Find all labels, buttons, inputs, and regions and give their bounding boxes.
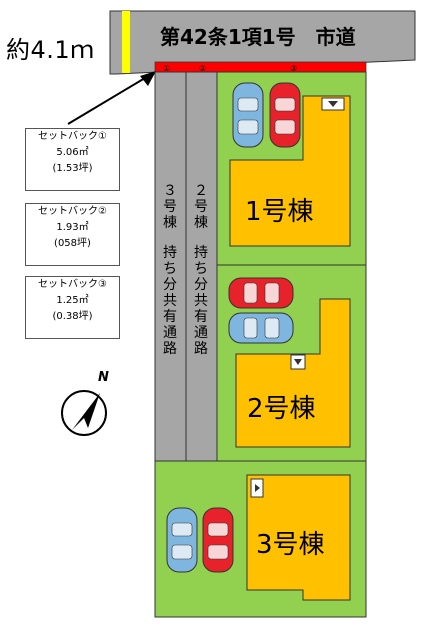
car-lot3-blue: [166, 507, 198, 573]
setback-title: セットバック②: [38, 206, 107, 217]
passage-2-char: 号: [194, 199, 208, 215]
setback-tsubo: (0.38坪): [52, 311, 93, 322]
building-1-label: 1号棟: [245, 197, 314, 227]
car-lot2-blue: [228, 312, 294, 344]
setback-area: 1.93㎡: [56, 222, 89, 233]
passage-2-char: 共: [194, 293, 208, 309]
building-3: [246, 474, 351, 601]
setback-strip: ① ② ③: [154, 61, 367, 73]
passage-3-char: 通: [163, 325, 177, 341]
setback-box-2: セットバック② 1.93㎡ (058坪): [25, 203, 120, 266]
setback-title: セットバック③: [38, 279, 107, 290]
car-lot1-red: [269, 82, 301, 148]
compass-needle-icon: [72, 393, 100, 430]
entrance-marker-2: [290, 354, 306, 370]
passage-2-char: 路: [194, 341, 208, 357]
setback-box-3: セットバック③ 1.25㎡ (0.38坪): [25, 276, 120, 339]
compass-circle: [61, 390, 107, 436]
passage-3-char: 路: [163, 341, 177, 357]
passage-2-char: 棟: [194, 215, 208, 231]
compass-label: N: [98, 370, 109, 385]
car-lot1-blue: [232, 82, 264, 148]
passage-2: [185, 71, 218, 462]
setback-title: セットバック①: [38, 131, 107, 142]
setback-marker-2: ②: [199, 64, 206, 73]
setback-marker-1: ①: [163, 64, 170, 73]
passage-3-char: 号: [163, 199, 177, 215]
setback-pointer-arrow: [67, 71, 156, 125]
compass: N: [61, 370, 109, 436]
road-edge-mark: [122, 11, 130, 73]
passage-3-char: ち: [163, 261, 177, 277]
passage-2-label: ２ 号 棟 持 ち 分 共 有 通 路: [194, 183, 208, 357]
passage-3-label: ３ 号 棟 持 ち 分 共 有 通 路: [163, 183, 177, 357]
passage-3-char: ３: [163, 183, 177, 199]
passage-3-char: 共: [163, 293, 177, 309]
passage-2-char: 通: [194, 325, 208, 341]
entrance-marker-3: [250, 478, 264, 498]
passage-2-char: 持: [194, 245, 208, 261]
setback-box-1: セットバック① 5.06㎡ (1.53坪): [25, 128, 120, 191]
setback-tsubo: (1.53坪): [52, 163, 93, 174]
passage-2-char: ち: [194, 261, 208, 277]
passage-2-char: 有: [194, 309, 208, 325]
building-3-label: 3号棟: [256, 530, 325, 560]
setback-area: 1.25㎡: [56, 295, 89, 306]
passage-3-char: 持: [163, 245, 177, 261]
passage-2-char: 分: [194, 277, 208, 293]
setback-marker-3: ③: [290, 64, 297, 73]
passage-2-char: ２: [194, 183, 208, 199]
passage-3-char: 棟: [163, 215, 177, 231]
car-lot3-red: [202, 507, 234, 573]
road: 第42条1項1号 市道: [109, 10, 416, 75]
passage-3-char: 有: [163, 309, 177, 325]
building-2: [235, 298, 351, 448]
setback-strip-fill: [154, 61, 367, 73]
entrance-marker-1: [321, 97, 345, 111]
road-width-label: 約4.1ｍ: [6, 36, 95, 64]
building-1: [229, 95, 351, 247]
road-name: 第42条1項1号 市道: [160, 25, 356, 49]
setback-tsubo: (058坪): [54, 238, 91, 249]
passage-3-char: 分: [163, 277, 177, 293]
setback-area: 5.06㎡: [56, 147, 89, 158]
building-2-label: 2号棟: [247, 394, 316, 424]
car-lot2-red: [228, 277, 294, 309]
